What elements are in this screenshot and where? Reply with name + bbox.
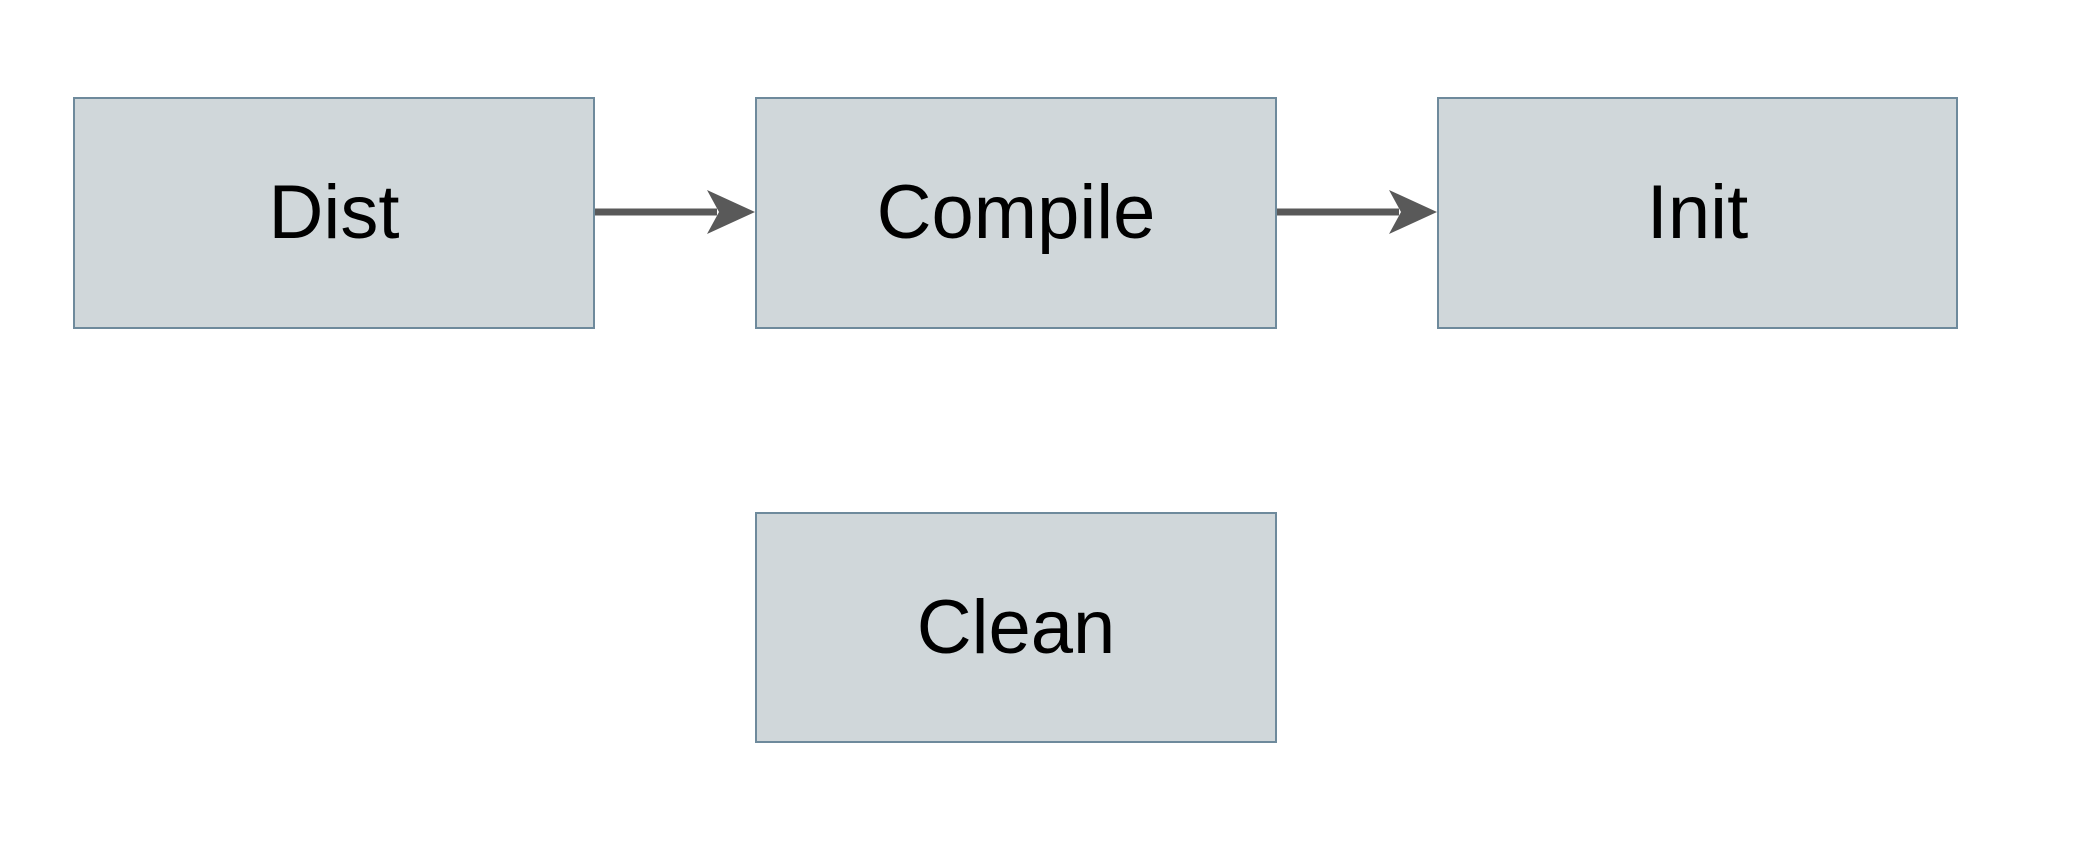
node-compile[interactable]: Compile <box>755 97 1277 329</box>
edge-dist-to-compile[interactable] <box>595 182 755 242</box>
node-label: Clean <box>916 584 1116 670</box>
node-dist[interactable]: Dist <box>73 97 595 329</box>
node-label: Compile <box>876 170 1156 255</box>
arrowhead-icon <box>1389 190 1437 234</box>
node-label: Init <box>1646 170 1749 255</box>
node-init[interactable]: Init <box>1437 97 1958 329</box>
edge-compile-to-init[interactable] <box>1277 182 1437 242</box>
node-label: Dist <box>268 170 400 255</box>
node-clean[interactable]: Clean <box>755 512 1277 743</box>
arrowhead-icon <box>707 190 755 234</box>
